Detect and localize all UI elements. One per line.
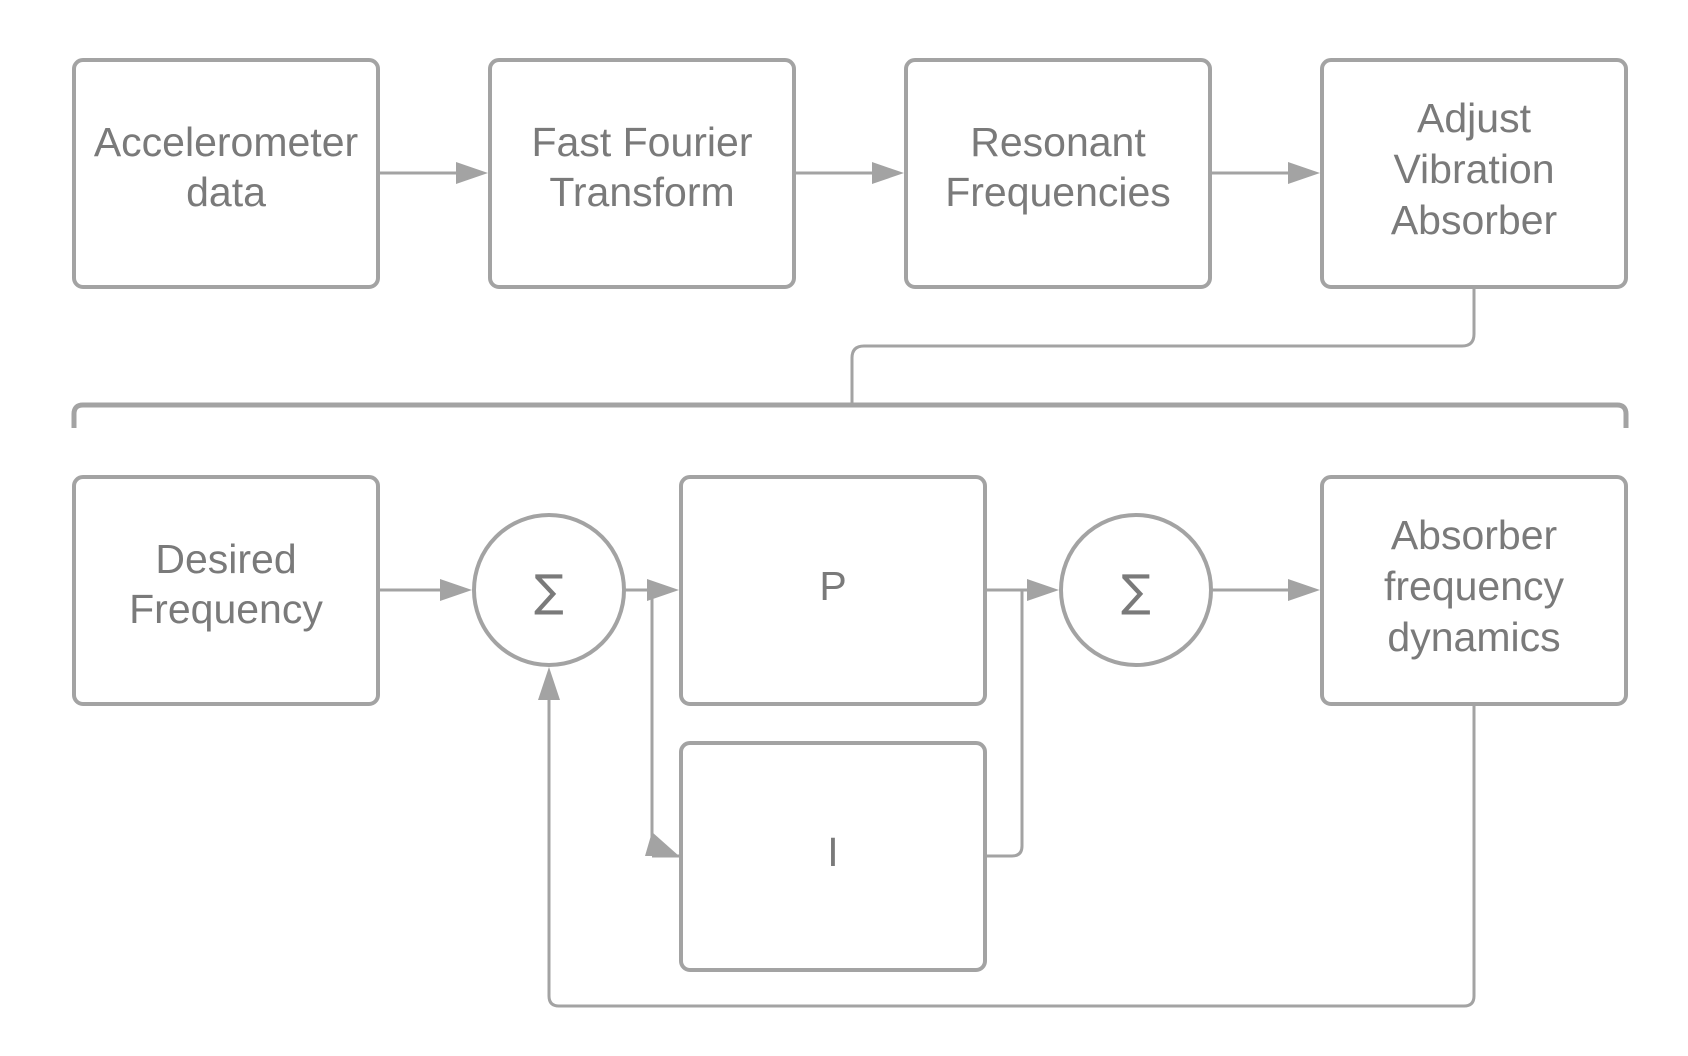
absorber-label-line3: dynamics [1387, 614, 1560, 660]
summing-junction-2: ∑ [1059, 513, 1213, 667]
adjust-label-line1: Adjust [1417, 95, 1532, 141]
adjust-to-bracket-connector [850, 287, 1476, 405]
i-block: I [679, 741, 987, 972]
desired-label-line2: Frequency [129, 586, 323, 632]
resonant-frequencies-block: Resonant Frequencies [904, 58, 1212, 289]
arrowhead-branch-to-i [645, 832, 679, 856]
desired-frequency-block: Desired Frequency [72, 475, 380, 706]
absorber-label-line2: frequency [1384, 563, 1565, 609]
sigma-symbol-1: ∑ [534, 566, 564, 617]
arrowhead-desired-to-sum1 [440, 579, 472, 601]
subsystem-bracket [71, 402, 1629, 428]
bottom-row-wiring [378, 579, 1476, 1008]
i-label: I [827, 829, 838, 875]
arrow-i-to-sum2 [985, 590, 1024, 858]
adjust-label-line3: Absorber [1391, 197, 1557, 243]
arrowhead-p-to-sum2 [1027, 579, 1059, 601]
arrowhead-resonant-to-adjust [1288, 162, 1320, 184]
p-label: P [819, 563, 846, 609]
desired-label-line1: Desired [155, 536, 296, 582]
absorber-label-line1: Absorber [1391, 512, 1557, 558]
adjust-vibration-absorber-block: Adjust Vibration Absorber [1320, 58, 1628, 289]
arrowhead-fft-to-resonant [872, 162, 904, 184]
summing-junction-1: ∑ [472, 513, 626, 667]
accelerometer-label-line1: Accelerometer [94, 119, 358, 165]
accelerometer-data-block: Accelerometer data [72, 58, 380, 289]
fft-label-line2: Transform [549, 169, 734, 215]
resonant-label-line2: Frequencies [945, 169, 1171, 215]
arrowhead-sum1-to-p [647, 579, 679, 601]
resonant-label-line1: Resonant [970, 119, 1146, 165]
arrowhead-accel-to-fft [456, 162, 488, 184]
fft-block: Fast Fourier Transform [488, 58, 796, 289]
accelerometer-label-line2: data [186, 169, 266, 215]
feedback-loop [547, 696, 1476, 1008]
sigma-symbol-2: ∑ [1121, 566, 1151, 617]
absorber-frequency-dynamics-block: Absorber frequency dynamics [1320, 475, 1628, 706]
arrowhead-sum2-to-absorber [1288, 579, 1320, 601]
top-row-arrows [378, 162, 1320, 184]
fft-label-line1: Fast Fourier [532, 119, 753, 165]
arrowhead-feedback-to-sum1 [538, 667, 560, 700]
p-block: P [679, 475, 987, 706]
adjust-label-line2: Vibration [1393, 146, 1554, 192]
